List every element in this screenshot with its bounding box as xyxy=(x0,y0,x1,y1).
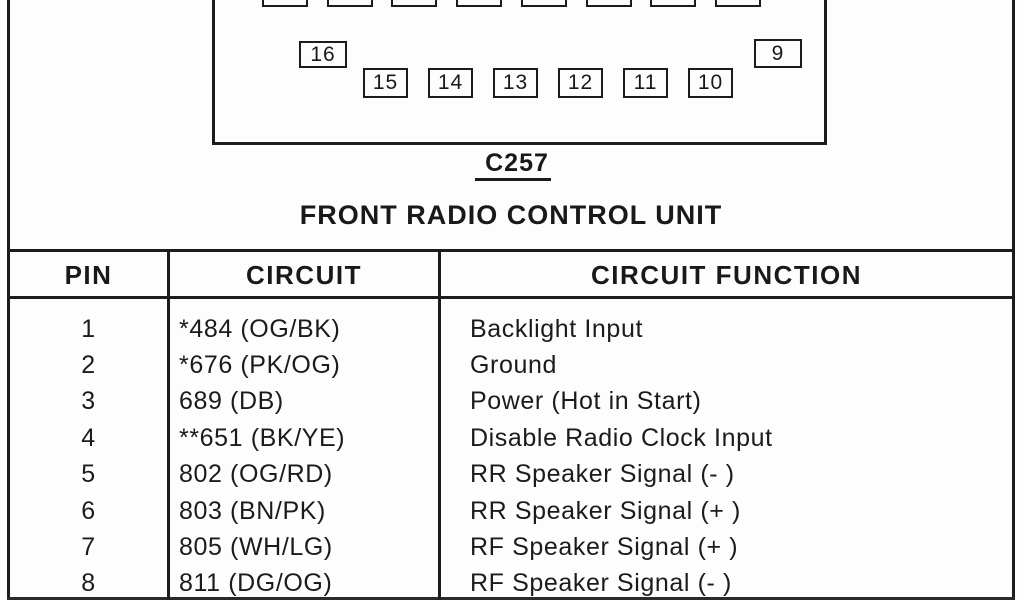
connector-id-underline xyxy=(475,178,551,181)
pin-number-cell: 6 xyxy=(81,496,96,525)
circuit-cell: *676 (PK/OG) xyxy=(179,351,341,380)
pin-box-12: 12 xyxy=(558,68,603,98)
pin-box-top-partial xyxy=(715,0,761,7)
table-row: 1 *484 (OG/BK) Backlight Input xyxy=(10,311,1012,347)
page-border-right xyxy=(1012,0,1015,600)
circuit-cell: 802 (OG/RD) xyxy=(179,460,333,489)
pin-number-cell: 2 xyxy=(81,351,96,380)
header-circuit-function: CIRCUIT FUNCTION xyxy=(591,260,862,290)
pin-box-top-partial xyxy=(586,0,632,7)
pin-box-top-partial xyxy=(456,0,502,7)
circuit-function-cell: Ground xyxy=(470,351,557,380)
pin-box-top-partial xyxy=(391,0,437,7)
circuit-function-cell: RF Speaker Signal (+ ) xyxy=(470,533,739,562)
pin-box-15: 15 xyxy=(363,68,408,98)
pin-number-cell: 4 xyxy=(81,423,96,452)
pin-number-cell: 1 xyxy=(81,314,96,343)
circuit-function-cell: Power (Hot in Start) xyxy=(470,387,702,416)
circuit-cell: **651 (BK/YE) xyxy=(179,423,346,452)
table-row: 6 803 (BN/PK) RR Speaker Signal (+ ) xyxy=(10,493,1012,529)
connector-id-label: C257 xyxy=(485,149,549,177)
pin-box-10: 10 xyxy=(688,68,733,98)
pin-box-9: 9 xyxy=(754,39,802,68)
circuit-function-cell: RR Speaker Signal (- ) xyxy=(470,460,735,489)
circuit-cell: 805 (WH/LG) xyxy=(179,533,333,562)
header-pin: PIN xyxy=(64,260,113,290)
unit-title: FRONT RADIO CONTROL UNIT xyxy=(299,200,723,230)
table-row: 7 805 (WH/LG) RF Speaker Signal (+ ) xyxy=(10,529,1012,565)
table-row: 5 802 (OG/RD) RR Speaker Signal (- ) xyxy=(10,457,1012,493)
table-header-bottom-border xyxy=(7,296,1015,299)
circuit-cell: 689 (DB) xyxy=(179,387,284,416)
pin-box-top-partial xyxy=(262,0,308,7)
pin-number-cell: 5 xyxy=(81,460,96,489)
circuit-cell: 803 (BN/PK) xyxy=(179,496,326,525)
pin-box-11: 11 xyxy=(623,68,668,98)
pin-box-top-partial xyxy=(327,0,373,7)
pin-box-16: 16 xyxy=(299,41,347,68)
pin-number-cell: 7 xyxy=(81,533,96,562)
circuit-function-cell: Backlight Input xyxy=(470,314,643,343)
pin-box-top-partial xyxy=(521,0,567,7)
pin-number-cell: 8 xyxy=(81,569,96,598)
pinout-table-body: 1 *484 (OG/BK) Backlight Input 2 *676 (P… xyxy=(10,299,1012,600)
table-column-divider-1 xyxy=(167,249,170,600)
pin-box-14: 14 xyxy=(428,68,473,98)
pin-number-cell: 3 xyxy=(81,387,96,416)
page-border-left xyxy=(7,0,10,600)
pin-box-top-partial xyxy=(650,0,696,7)
table-top-border xyxy=(7,249,1015,252)
circuit-function-cell: RR Speaker Signal (+ ) xyxy=(470,496,741,525)
table-column-divider-2 xyxy=(438,249,441,600)
circuit-cell: 811 (DG/OG) xyxy=(179,569,333,598)
header-circuit: CIRCUIT xyxy=(246,260,362,290)
page-border-bottom xyxy=(7,597,1015,600)
table-row: 8 811 (DG/OG) RF Speaker Signal (- ) xyxy=(10,566,1012,600)
circuit-cell: *484 (OG/BK) xyxy=(179,314,341,343)
circuit-function-cell: Disable Radio Clock Input xyxy=(470,423,773,452)
table-row: 4 **651 (BK/YE) Disable Radio Clock Inpu… xyxy=(10,420,1012,456)
table-row: 3 689 (DB) Power (Hot in Start) xyxy=(10,384,1012,420)
pin-box-13: 13 xyxy=(493,68,538,98)
circuit-function-cell: RF Speaker Signal (- ) xyxy=(470,569,732,598)
table-row: 2 *676 (PK/OG) Ground xyxy=(10,347,1012,383)
